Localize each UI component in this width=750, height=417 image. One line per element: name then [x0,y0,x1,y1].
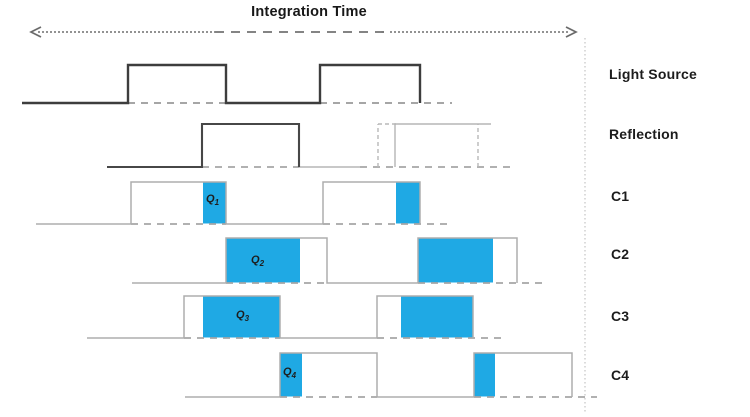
diagram-title: Integration Time [251,4,367,20]
c1-waveform [36,181,452,225]
q4-charge-region-2 [474,353,495,397]
q4-subscript: 4 [291,371,297,381]
integration-time-arrow [29,26,578,38]
q2-symbol: Q [251,254,260,266]
q3-charge-region [203,296,280,338]
row-label-c4: C4 [611,367,630,383]
reflection-waveform [107,122,512,169]
light-source-waveform [22,63,452,105]
q3-subscript: 3 [244,314,250,324]
q2-charge-region [226,238,300,283]
arrowhead-left-icon [29,26,42,38]
row-label-c1: C1 [611,188,630,204]
q2-label: Q2 [251,255,264,268]
reflection-second-pulse [394,123,491,167]
q3-label: Q3 [236,310,249,323]
q2-subscript: 2 [259,259,265,269]
q1-label: Q1 [206,194,219,207]
q1-charge-region-2 [396,182,420,224]
q1-symbol: Q [206,193,215,205]
row-label-reflection: Reflection [609,126,679,142]
row-label-c3: C3 [611,308,630,324]
row-label-c2: C2 [611,246,630,262]
q1-charge-region [203,182,226,224]
q4-charge-region [280,353,302,397]
row-label-light-source: Light Source [609,66,697,82]
q3-symbol: Q [236,309,245,321]
q4-label: Q4 [283,367,296,380]
arrowhead-right-icon [565,26,578,38]
q3-charge-region-2 [401,296,473,338]
c4-waveform [185,352,597,398]
q2-charge-region-2 [418,238,493,283]
c2-waveform [132,237,545,284]
q1-subscript: 1 [214,198,220,208]
q4-symbol: Q [283,366,292,378]
charge-regions [203,182,495,397]
c3-waveform [87,295,503,339]
